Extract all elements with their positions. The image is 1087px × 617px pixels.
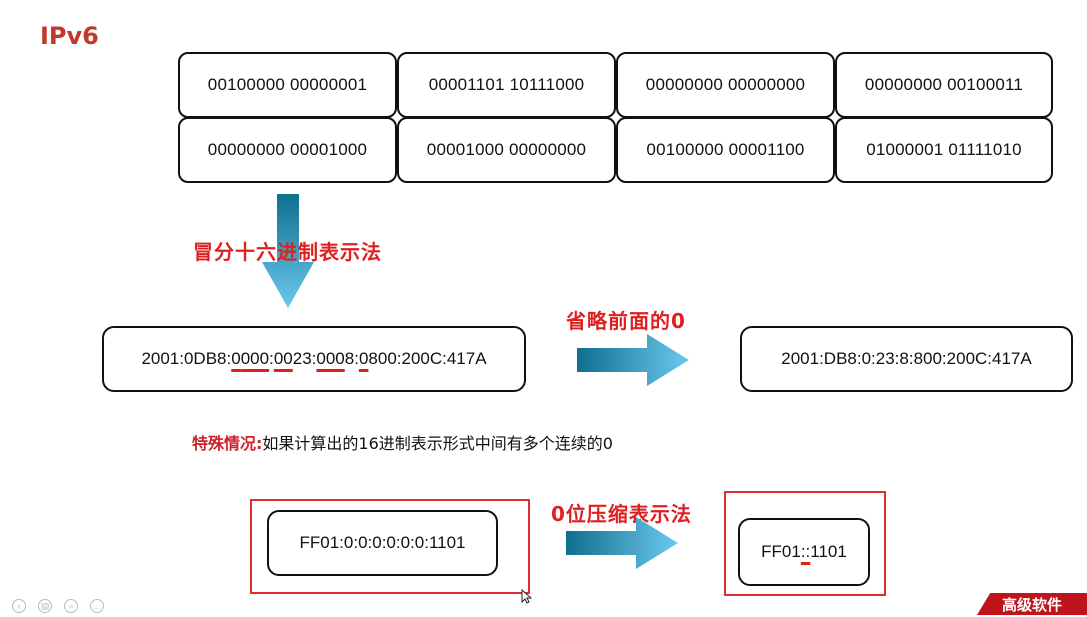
binary-cell: 00000000 00000000 xyxy=(616,52,835,118)
compressed-address-box: FF01::1101 xyxy=(738,518,870,586)
binary-cell: 01000001 01111010 xyxy=(835,117,1053,183)
zero-compress-label: 0位压缩表示法 xyxy=(551,502,692,526)
zero-address-box: FF01:0:0:0:0:0:0:1101 xyxy=(267,510,498,576)
short-address-text: 2001:DB8:0:23:8:800:200C:417A xyxy=(781,349,1032,368)
full-address-box: 2001:0DB8:0000:0023:0008:0800:200C:417A xyxy=(102,326,526,392)
zero-underline: 0 xyxy=(358,349,369,368)
short-address-box: 2001:DB8:0:23:8:800:200C:417A xyxy=(740,326,1073,392)
zero-underline: 000 xyxy=(316,349,345,368)
double-colon-mark: :: xyxy=(800,542,811,561)
binary-cell: 00100000 00000001 xyxy=(178,52,397,118)
slides-icon[interactable]: ▤ xyxy=(38,599,52,613)
menu-icon[interactable]: … xyxy=(90,599,104,613)
cursor-icon xyxy=(521,588,533,604)
prev-slide-icon[interactable]: ‹ xyxy=(12,599,26,613)
red-frame-left xyxy=(250,499,530,594)
special-case-label: 特殊情况: xyxy=(192,434,263,453)
right-arrow-icon xyxy=(566,517,678,569)
hex-notation-label: 冒分十六进制表示法 xyxy=(193,240,382,264)
zero-underline: 000 xyxy=(240,349,270,368)
down-arrow-icon xyxy=(262,194,314,308)
omit-leading-label: 省略前面的0 xyxy=(566,309,686,333)
zero-underline: 00 xyxy=(273,349,293,368)
binary-cell: 00000000 00100011 xyxy=(835,52,1053,118)
zero-underline: 0 xyxy=(231,349,241,368)
footer-brand: 高级软件 xyxy=(977,593,1087,615)
full-address-text: 2001:0DB8:0000:0023:0008:0800:200C:417A xyxy=(141,349,487,368)
binary-cell: 00001000 00000000 xyxy=(397,117,616,183)
binary-cell: 00100000 00001100 xyxy=(616,117,835,183)
compressed-address-text: FF01::1101 xyxy=(761,542,847,561)
right-arrow-icon xyxy=(577,334,689,386)
binary-cell: 00000000 00001000 xyxy=(178,117,397,183)
zero-address-text: FF01:0:0:0:0:0:0:1101 xyxy=(299,533,466,552)
binary-cell: 00001101 10111000 xyxy=(397,52,616,118)
zoom-icon[interactable]: ⌕ xyxy=(64,599,78,613)
red-frame-right xyxy=(724,491,886,596)
special-case-note: 特殊情况:如果计算出的16进制表示形式中间有多个连续的0 xyxy=(192,430,613,454)
special-case-text: 如果计算出的16进制表示形式中间有多个连续的0 xyxy=(262,434,613,453)
page-title: IPv6 xyxy=(40,22,99,50)
